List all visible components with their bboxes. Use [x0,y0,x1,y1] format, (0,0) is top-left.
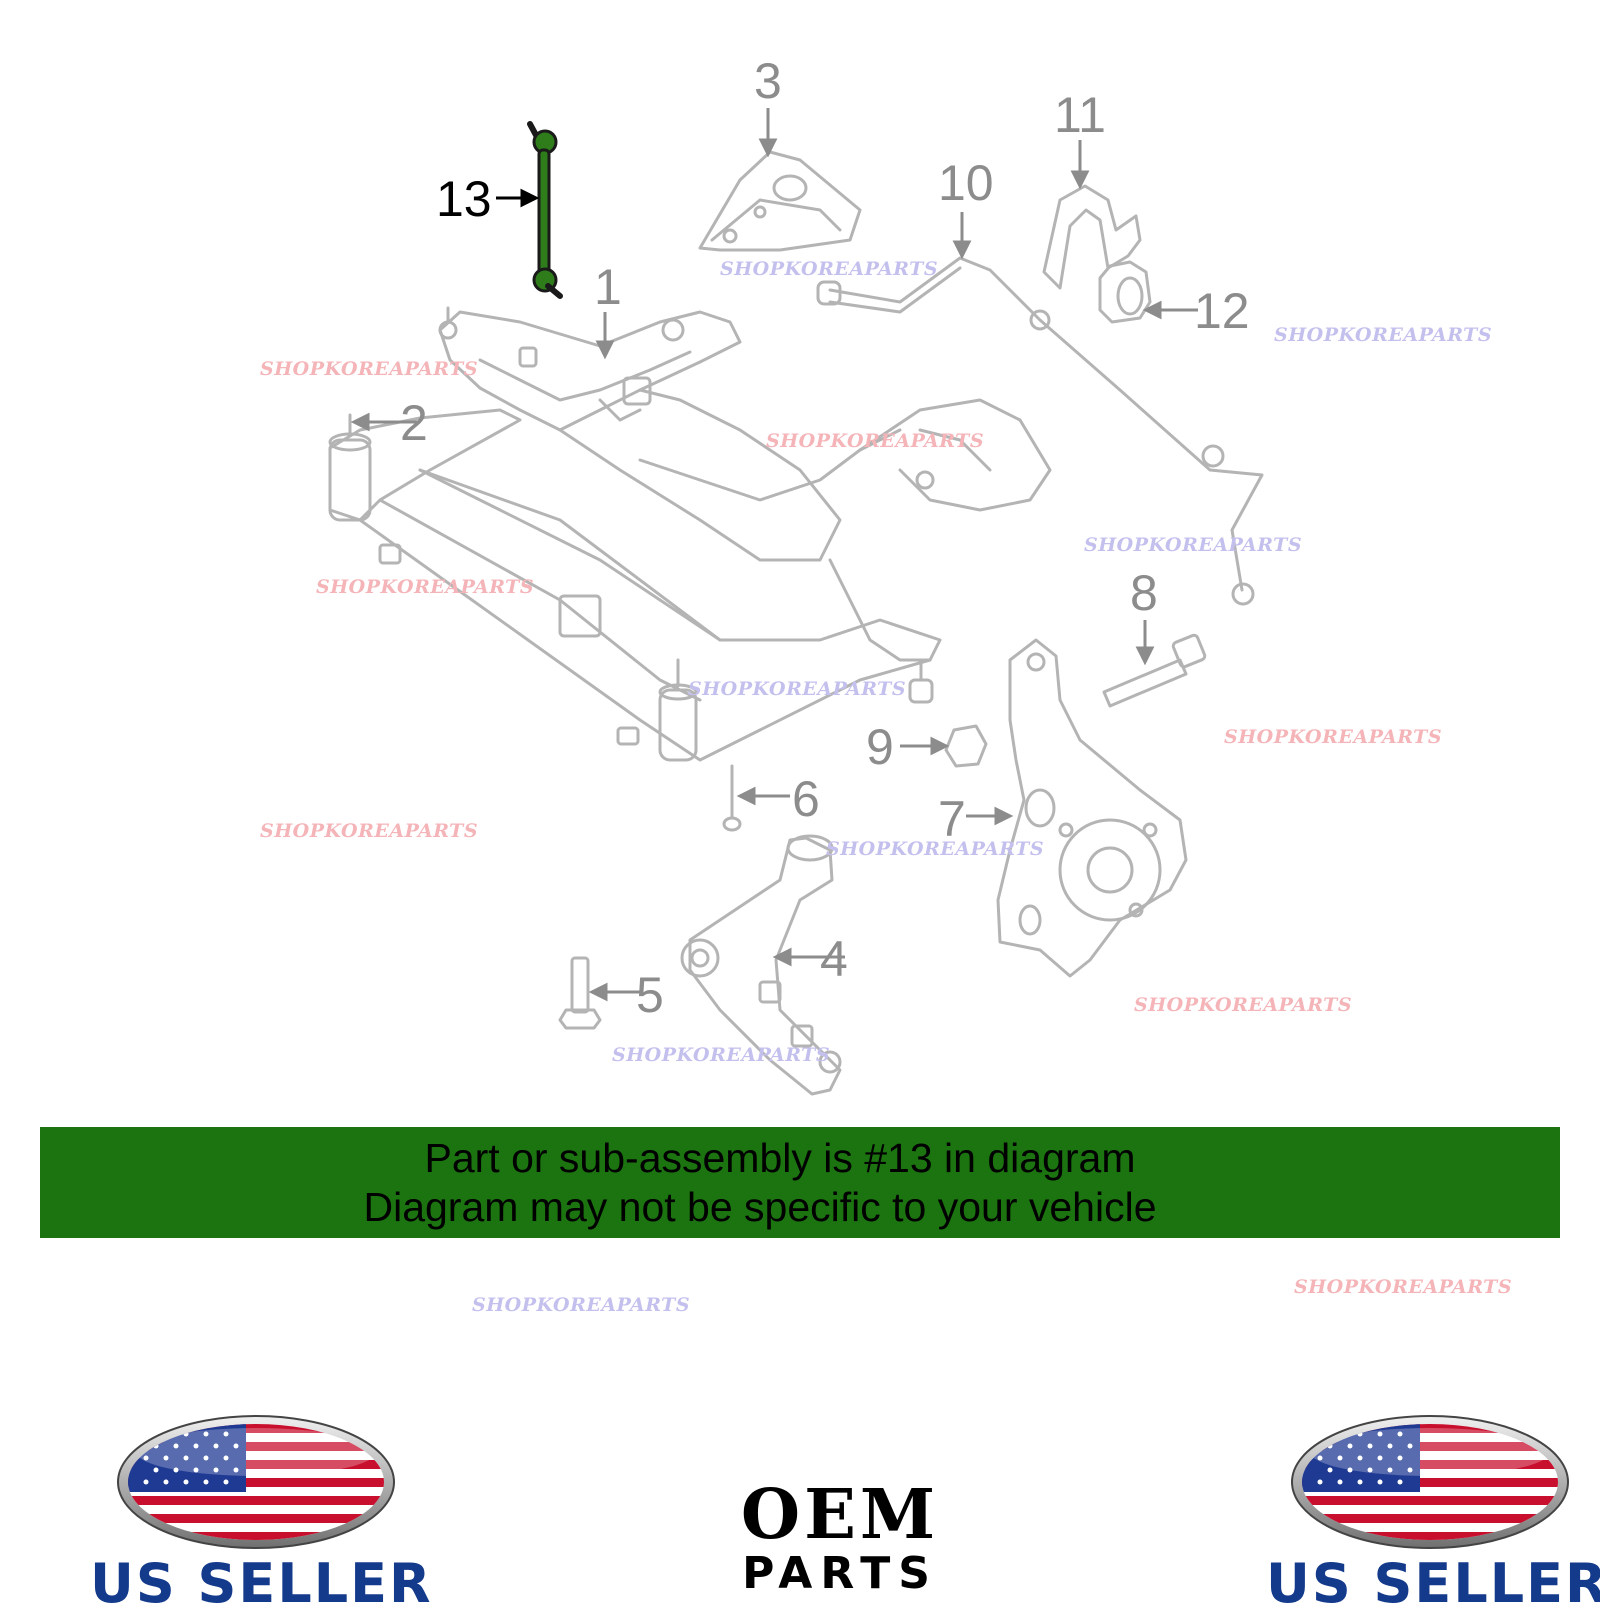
callout-5: 5 [636,967,664,1023]
callout-3: 3 [754,53,782,109]
parts-label: PARTS [742,1548,938,1599]
callout-1: 1 [594,259,622,315]
us-seller-badge-right: US SELLER [1260,1412,1600,1615]
bolt-part-5[interactable] [558,956,602,1030]
parts-diagram: 1 2 3 4 5 6 7 8 9 10 11 12 13 [328,53,1264,1096]
callout-8: 8 [1130,565,1158,621]
watermark: SHOPKOREAPARTS [612,1044,831,1066]
callout-6: 6 [792,771,820,827]
pin-part-6[interactable] [722,764,742,832]
oem-parts-logo: OEM PARTS [690,1480,990,1600]
callout-4: 4 [820,931,848,987]
watermark: SHOPKOREAPARTS [316,576,535,598]
oem-label: OEM [740,1475,940,1555]
watermark: SHOPKOREAPARTS [1294,1276,1513,1298]
watermark: SHOPKOREAPARTS [720,258,939,280]
bracket-part-3[interactable] [698,150,862,252]
callout-11: 11 [1054,87,1106,143]
bolt-part-8[interactable] [1102,633,1207,708]
lower-arm-part-4[interactable] [680,834,842,1096]
watermark: SHOPKOREAPARTS [826,838,1045,860]
watermark: SHOPKOREAPARTS [1274,324,1493,346]
us-flag-oval-icon [117,1415,395,1549]
us-seller-label-right: US SELLER [1266,1552,1600,1615]
nut-part-9[interactable] [944,724,988,768]
callout-12: 12 [1194,283,1250,339]
callout-7: 7 [938,791,966,847]
banner-line-1: Part or sub-assembly is #13 in diagram [424,1135,1136,1181]
bushing-part-12[interactable] [1098,260,1152,324]
watermark: SHOPKOREAPARTS [260,358,479,380]
callout-10: 10 [938,155,994,211]
watermark: SHOPKOREAPARTS [1134,994,1353,1016]
stabilizer-bar-part-10[interactable] [816,256,1264,606]
us-seller-label-left: US SELLER [90,1552,433,1615]
watermark: SHOPKOREAPARTS [1224,726,1443,748]
callout-13: 13 [436,171,492,227]
watermark: SHOPKOREAPARTS [766,430,985,452]
clamp-part-11[interactable] [1042,184,1142,290]
watermark: SHOPKOREAPARTS [688,678,907,700]
watermark: SHOPKOREAPARTS [260,820,479,842]
subframe-part-1[interactable] [328,306,1052,762]
callout-9: 9 [866,719,894,775]
us-flag-oval-icon [1291,1415,1569,1549]
info-banner: Part or sub-assembly is #13 in diagram D… [40,1127,1560,1238]
stabilizer-link-part-13[interactable] [527,121,563,299]
knuckle-part-7[interactable] [996,638,1188,978]
callout-2: 2 [400,395,428,451]
watermark: SHOPKOREAPARTS [472,1294,691,1316]
banner-line-2: Diagram may not be specific to your vehi… [363,1184,1157,1230]
us-seller-badge-left: US SELLER [86,1412,431,1615]
watermark: SHOPKOREAPARTS [1084,534,1303,556]
